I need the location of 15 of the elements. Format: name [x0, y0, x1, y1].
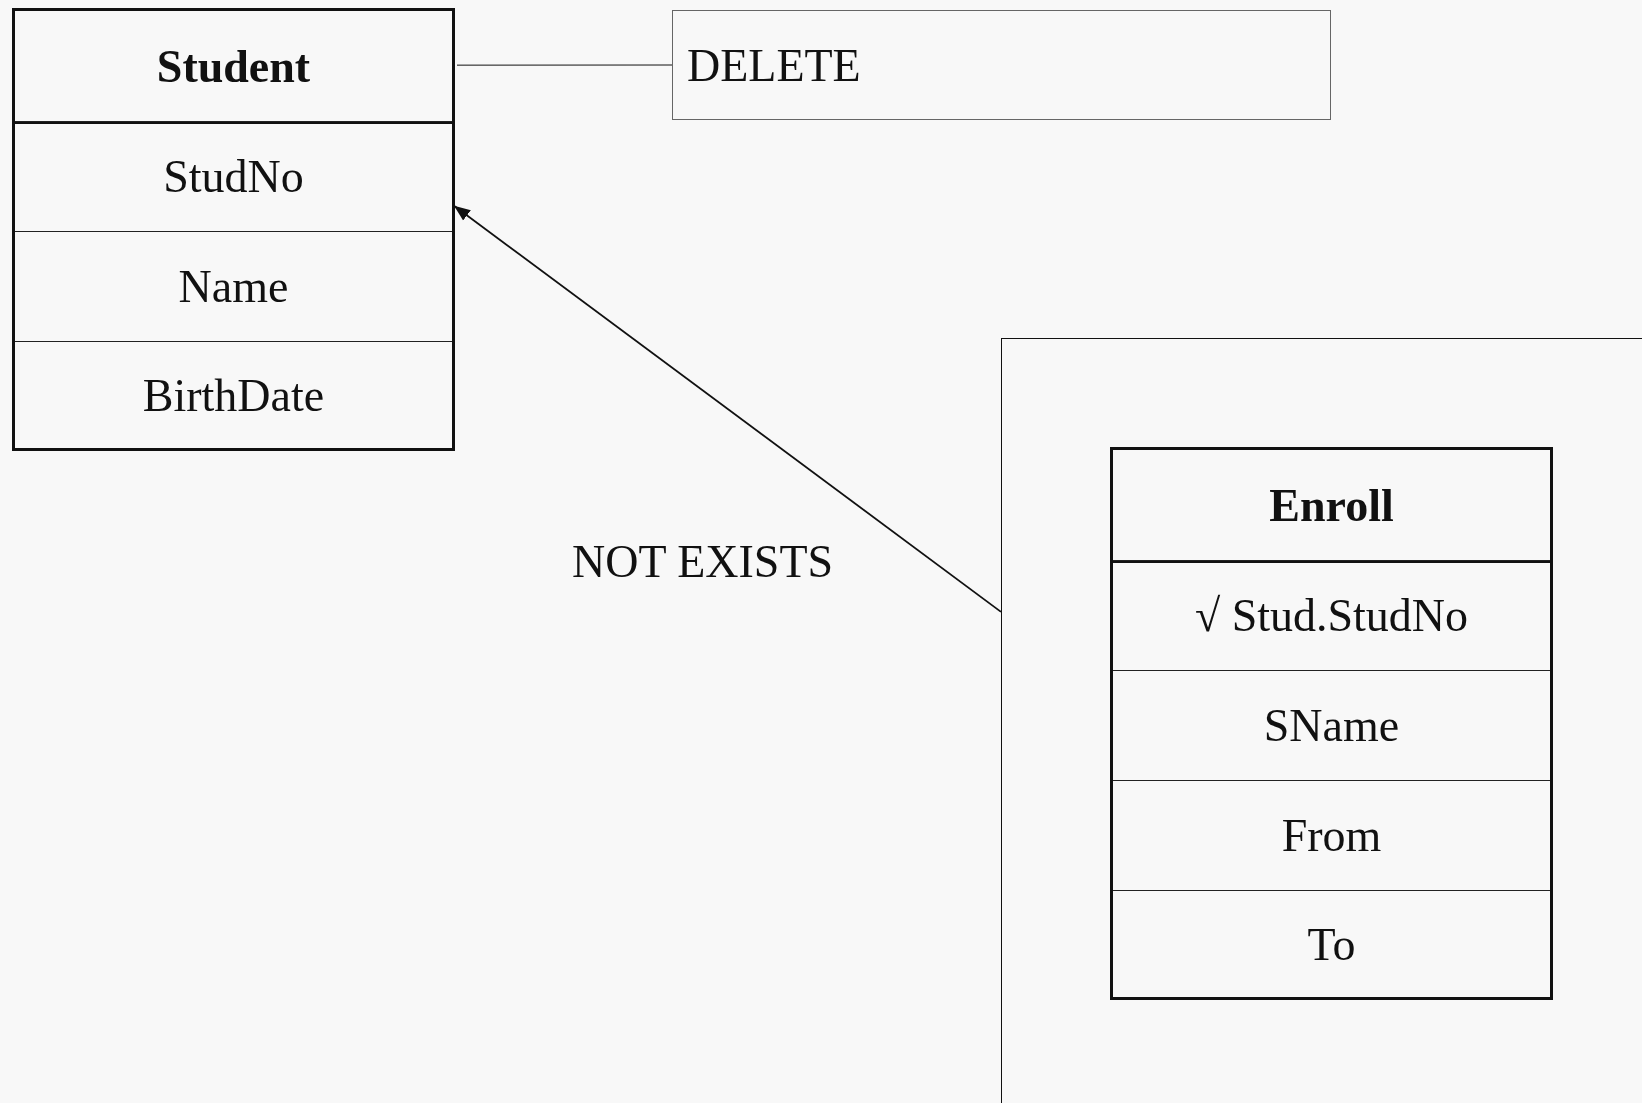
table-title: Student — [15, 11, 452, 124]
table-row: BirthDate — [15, 341, 452, 448]
table-row: StudNo — [15, 121, 452, 231]
connector-line — [456, 64, 673, 66]
clause-box: DELETE — [672, 10, 1331, 120]
table-row: Name — [15, 231, 452, 341]
table-row: SName — [1113, 670, 1550, 780]
table-box — [1110, 447, 1553, 1000]
arrow — [453, 204, 1002, 613]
table-row: √ Stud.StudNo — [1113, 560, 1550, 670]
table-row: To — [1113, 890, 1550, 997]
subquery-frame — [1001, 338, 1642, 1103]
table-row: From — [1113, 780, 1550, 890]
table-box — [12, 8, 455, 451]
table-title: Enroll — [1113, 450, 1550, 563]
